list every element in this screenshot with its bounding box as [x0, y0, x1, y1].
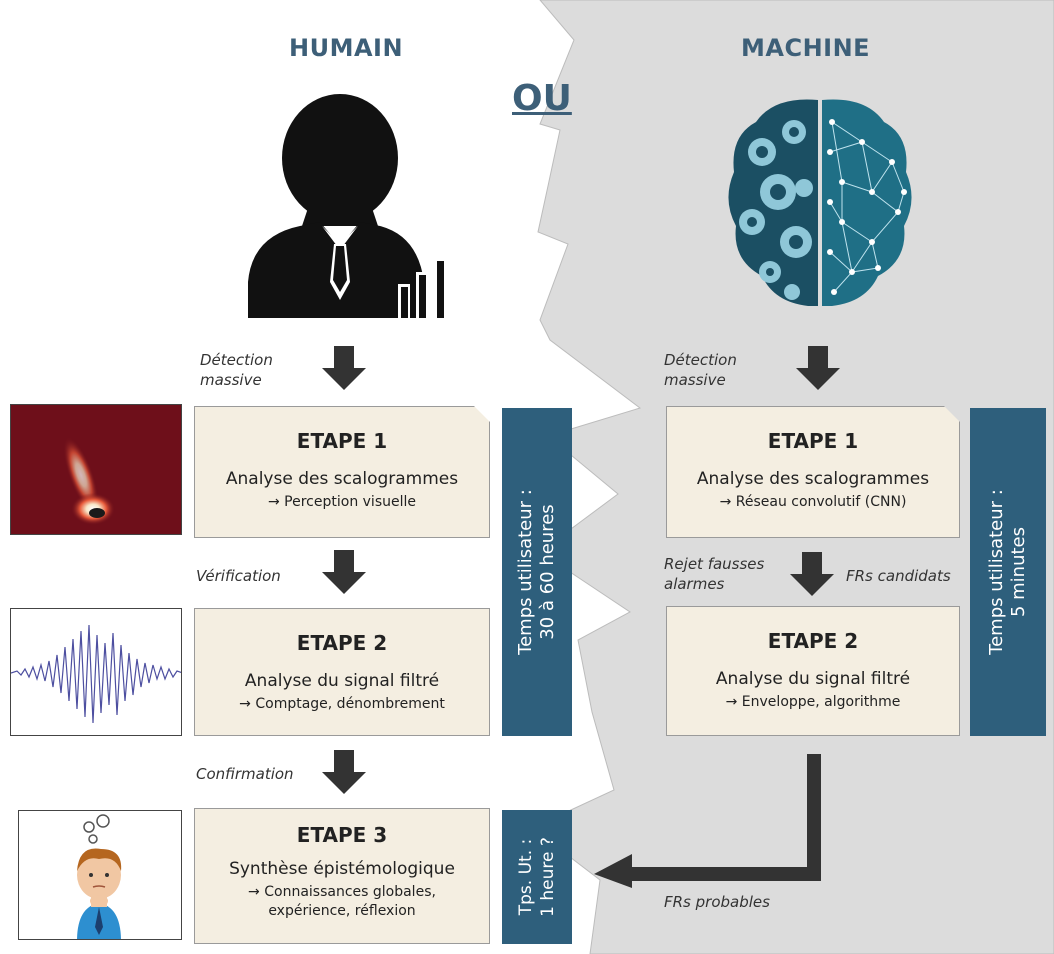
businessman-icon: [248, 94, 446, 318]
machine-step-1-title: ETAPE 1: [767, 429, 859, 453]
human-step-1-main: Analyse des scalogrammes: [225, 469, 459, 489]
machine-arrow-2: [790, 552, 834, 596]
machine-step-1-fold: [944, 406, 960, 422]
machine-step-1: ETAPE 1 Analyse des scalogrammes → Résea…: [666, 406, 960, 538]
human-step-2-sub: → Comptage, dénombrement: [239, 696, 445, 712]
human-title: HUMAIN: [289, 34, 404, 62]
human-step-3-main: Synthèse épistémologique: [229, 859, 455, 879]
machine-time-line2: 5 minutes: [1008, 526, 1029, 618]
machine-title: MACHINE: [741, 34, 871, 62]
human-time-bar: Temps utilisateur : 30 à 60 heures: [502, 408, 572, 736]
machine-step-2-title: ETAPE 2: [767, 629, 859, 653]
machine-step-2: ETAPE 2 Analyse du signal filtré → Envel…: [666, 606, 960, 736]
human-step-2: ETAPE 2 Analyse du signal filtré → Compt…: [194, 608, 490, 736]
human-arrow-1: [322, 346, 366, 390]
human-step-3-sub1: → Connaissances globales,: [248, 884, 436, 900]
human-time3-line1: Tps. Ut. :: [516, 838, 536, 916]
machine-step-1-main: Analyse des scalogrammes: [696, 469, 930, 489]
human-step-3: ETAPE 3 Synthèse épistémologique → Conna…: [194, 808, 490, 944]
ai-brain-icon: [728, 99, 912, 306]
machine-arrow-1: [796, 346, 840, 390]
human-time-bar-3: Tps. Ut. : 1 heure ?: [502, 810, 572, 944]
human-time-line2: 30 à 60 heures: [537, 504, 558, 640]
machine-to-step3-arrow: [594, 754, 821, 888]
human-confirmation-label: Confirmation: [196, 765, 294, 783]
human-step-1-fold: [474, 406, 490, 422]
human-arrow-2: [322, 550, 366, 594]
human-time3-line2: 1 heure ?: [538, 837, 558, 917]
human-detection-label: Détection massive: [200, 351, 273, 389]
machine-time-bar: Temps utilisateur : 5 minutes: [970, 408, 1046, 736]
machine-step-2-sub: → Enveloppe, algorithme: [725, 694, 901, 710]
machine-detection-label: Détection massive: [664, 351, 737, 389]
machine-step-2-main: Analyse du signal filtré: [715, 669, 911, 689]
human-step-1-title: ETAPE 1: [296, 429, 388, 453]
human-step-1: ETAPE 1 Analyse des scalogrammes → Perce…: [194, 406, 490, 538]
machine-candidates-label: FRs candidats: [846, 567, 951, 585]
machine-step-1-sub: → Réseau convolutif (CNN): [719, 494, 907, 510]
scalogram-image: [10, 404, 182, 535]
human-step-1-sub: → Perception visuelle: [268, 494, 416, 510]
or-separator: OU: [512, 78, 572, 119]
human-step-2-title: ETAPE 2: [296, 631, 388, 655]
waveform-image: [10, 608, 182, 736]
human-arrow-3: [322, 750, 366, 794]
machine-reject-label: Rejet fausses alarmes: [664, 555, 765, 593]
human-time-line1: Temps utilisateur :: [515, 489, 536, 655]
human-step-3-title: ETAPE 3: [296, 823, 388, 847]
human-verification-label: Vérification: [196, 567, 281, 585]
thinking-person-image: [18, 810, 182, 940]
machine-probable-label: FRs probables: [664, 893, 770, 911]
machine-time-line1: Temps utilisateur :: [986, 489, 1007, 655]
human-step-2-main: Analyse du signal filtré: [244, 671, 440, 691]
human-step-3-sub2: expérience, réflexion: [268, 903, 416, 919]
